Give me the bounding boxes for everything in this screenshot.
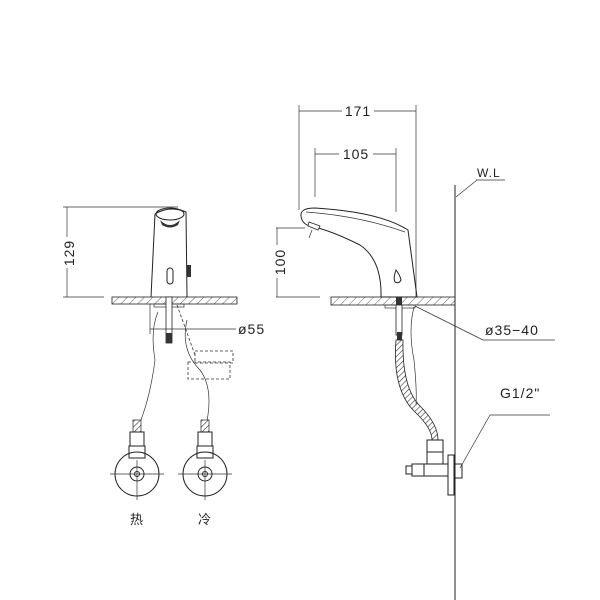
supply-hose-side — [395, 304, 439, 441]
dim-35-40-label: ø35−40 — [485, 322, 539, 338]
control-box — [176, 304, 234, 380]
spout-length-dimension-105: 105 — [314, 146, 397, 212]
diameter-dimension-55: ø55 — [149, 304, 265, 337]
thread-size-label: G1/2" — [500, 385, 540, 401]
dim-100-label: 100 — [272, 249, 288, 275]
angle-valve-side — [405, 439, 463, 496]
dim-105-label: 105 — [343, 146, 369, 162]
cold-valve: 冷 — [178, 419, 232, 528]
spout-height-dimension-100: 100 — [272, 227, 320, 298]
hot-label: 热 — [130, 513, 143, 528]
cold-label: 冷 — [198, 513, 211, 528]
wall: W.L — [454, 166, 505, 600]
countertop-side — [330, 296, 456, 309]
supply-hoses-front — [136, 311, 210, 431]
height-dimension-129: 129 — [61, 206, 178, 298]
hole-diameter-dimension: ø35−40 — [414, 305, 555, 341]
dim-129-label: 129 — [61, 240, 77, 266]
side-view: 171 105 100 — [272, 103, 555, 600]
hot-valve: 热 — [110, 419, 164, 528]
faucet-body-side — [300, 207, 418, 298]
dim-55-label: ø55 — [238, 321, 265, 337]
overall-length-dimension-171: 171 — [298, 103, 417, 297]
wall-line-label: W.L — [477, 166, 501, 180]
countertop-front — [111, 296, 238, 344]
dim-171-label: 171 — [345, 103, 371, 119]
thread-dimension: G1/2" — [459, 385, 550, 469]
faucet-body-front — [150, 207, 191, 298]
front-view: 129 ø55 — [61, 206, 265, 528]
